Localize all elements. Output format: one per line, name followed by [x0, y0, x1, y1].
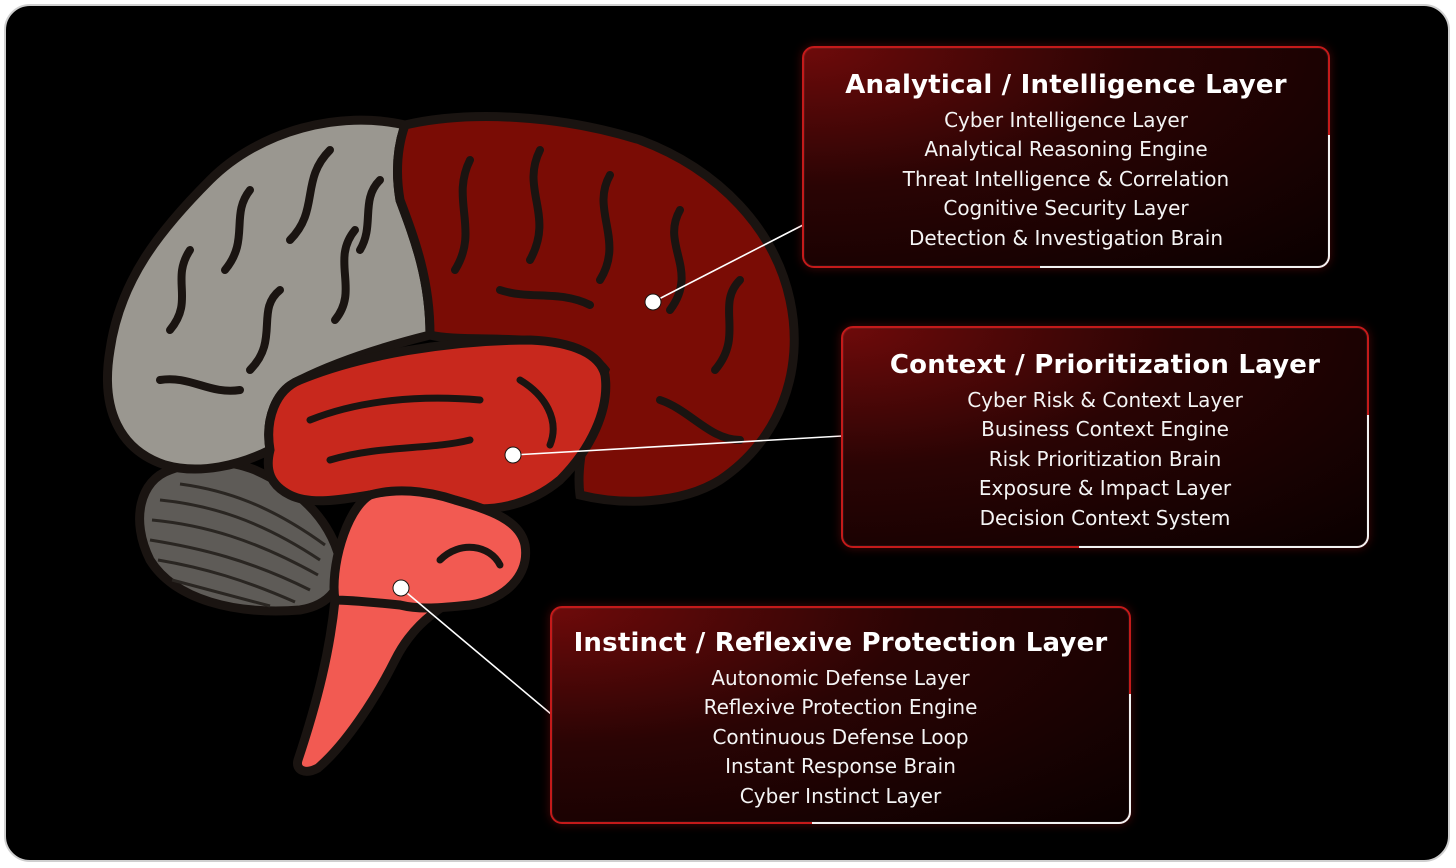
- layer-card-instinct: Instinct / Reflexive Protection Layer Au…: [550, 606, 1131, 825]
- brain-stem: [293, 594, 457, 776]
- layer-item: Business Context Engine: [981, 417, 1229, 442]
- layer-item: Cyber Intelligence Layer: [944, 108, 1188, 132]
- midbrain-light-red: [329, 486, 531, 613]
- layer-item: Analytical Reasoning Engine: [924, 137, 1208, 162]
- dark-red-lobe-folds: [451, 146, 744, 444]
- layer-item: Autonomic Defense Layer: [711, 666, 970, 690]
- layer-item-list: Autonomic Defense Layer Reflexive Protec…: [552, 664, 1129, 811]
- layer-item: Cognitive Security Layer: [943, 196, 1189, 221]
- marker-dot-analytical: [644, 293, 662, 311]
- layer-title: Analytical / Intelligence Layer: [845, 70, 1287, 100]
- layer-item: Risk Prioritization Brain: [988, 446, 1222, 471]
- layer-item: Instant Response Brain: [725, 754, 956, 779]
- marker-dot-instinct: [392, 579, 410, 597]
- layer-item: Threat Intelligence & Correlation: [902, 166, 1230, 191]
- layer-card-analytical: Analytical / Intelligence Layer Cyber In…: [802, 46, 1330, 269]
- layer-item: Cyber Instinct Layer: [739, 783, 942, 808]
- layer-item-list: Cyber Intelligence Layer Analytical Reas…: [804, 106, 1328, 253]
- layer-item: Detection & Investigation Brain: [908, 225, 1224, 250]
- connector-lines: [400, 224, 843, 715]
- layer-item: Cyber Risk & Context Layer: [967, 388, 1243, 412]
- layer-item: Continuous Defense Loop: [712, 724, 969, 749]
- connector-context: [512, 435, 843, 456]
- midbrain-fold: [436, 543, 504, 569]
- layer-item: Exposure & Impact Layer: [978, 476, 1232, 501]
- marker-dot-context: [504, 446, 522, 464]
- layer-title: Context / Prioritization Layer: [889, 350, 1321, 380]
- layer-item: Reflexive Protection Engine: [703, 695, 978, 720]
- gray-lobe-folds: [156, 146, 384, 395]
- layer-item: Decision Context System: [979, 505, 1231, 530]
- connector-analytical: [652, 224, 804, 303]
- layer-title: Instinct / Reflexive Protection Layer: [573, 628, 1108, 658]
- layer-item-list: Cyber Risk & Context Layer Business Cont…: [843, 386, 1367, 533]
- temporal-lobe-folds: [306, 376, 557, 464]
- layer-card-context: Context / Prioritization Layer Cyber Ris…: [841, 326, 1369, 549]
- connector-instinct: [400, 587, 552, 715]
- parietal-lobe-dark-red: [393, 112, 799, 506]
